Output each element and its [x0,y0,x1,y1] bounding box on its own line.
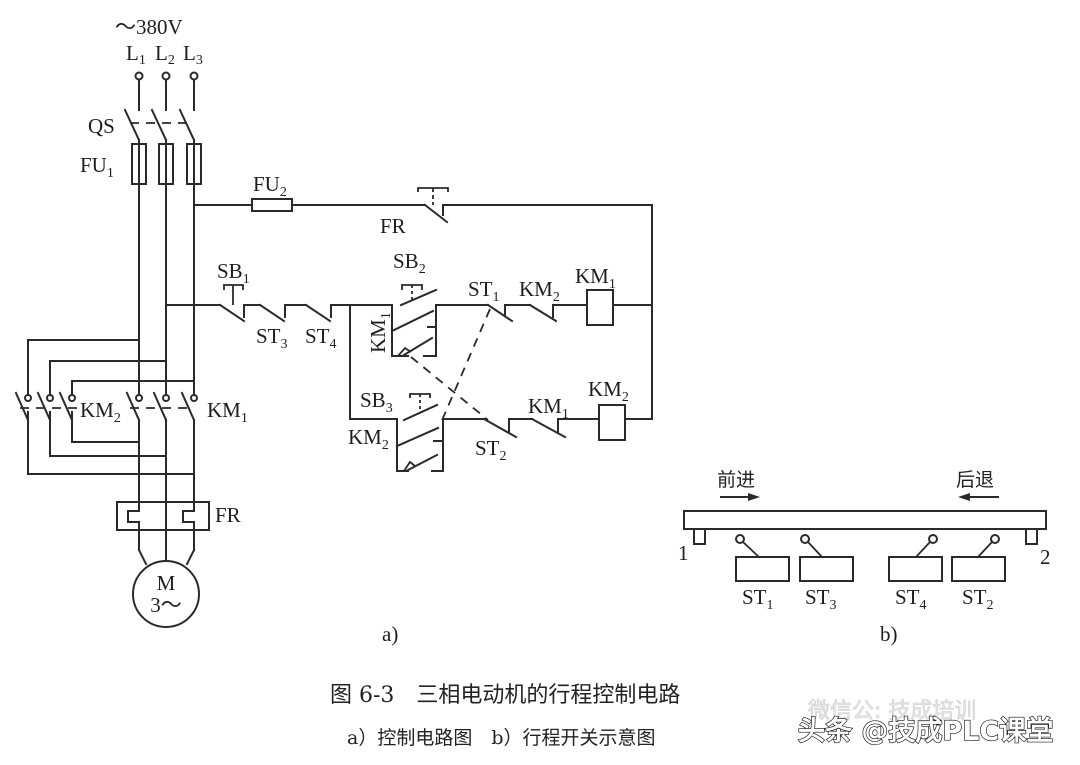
km2-main-contacts [14,391,78,422]
km2-main-label: KM2 [80,398,121,426]
st4-label: ST4 [305,324,337,352]
st2-contact [482,417,518,439]
limit-switch-st1 [735,534,790,582]
motor-label: M [157,571,176,595]
sb2-forward-button[interactable] [399,284,438,307]
terminal-l2 [161,71,171,81]
km1-main-contacts [125,391,198,422]
limit-switch-st4 [888,534,943,582]
figure-title: 图 6-3 三相电动机的行程控制电路 [330,683,680,708]
km2-hold-label: KM2 [348,425,389,453]
km1-main-label: KM1 [207,398,248,426]
limit-switch-st3 [799,534,854,582]
figure-subtitle: a）控制电路图 b）行程开关示意图 [347,727,656,749]
fu2-label: FU2 [253,172,287,200]
stop-block-2 [1025,528,1038,545]
stop-1-label: 1 [678,541,689,565]
fu1-fuses [131,143,202,185]
st3-switch-label: ST3 [805,585,837,613]
st1-contact [486,303,514,323]
qs-label: QS [88,114,115,138]
phase-l3-label: L3 [183,41,203,68]
km2-coil [598,404,626,441]
workbench [683,510,1047,530]
motor [132,560,200,628]
terminal-l3 [189,71,199,81]
km1-hold-label: KM1 [366,312,394,353]
forward-arrow-icon [720,493,760,501]
st1-switch-label: ST1 [742,585,774,613]
km1-coil [586,289,614,326]
sb3-label: SB3 [360,388,393,416]
st2-linkage [410,356,489,421]
km2-interlock-label: KM2 [519,277,560,305]
terminal-l1 [134,71,144,81]
fr-nc-contact [417,187,449,224]
st1-contact-label: ST1 [468,277,500,305]
fr-contact-label: FR [380,214,406,238]
km1-hold-contacts [390,304,437,357]
sb1-label: SB1 [217,259,250,287]
st4-switch-label: ST4 [895,585,927,613]
stop-2-label: 2 [1040,545,1051,569]
st1-linkage [439,308,491,426]
sb1-stop-button[interactable] [218,284,246,323]
km1-interlock-label: KM1 [528,394,569,422]
st3-contact [258,303,286,323]
panel-a-label: a) [382,622,398,646]
sb2-label: SB2 [393,249,426,277]
km2-hold-contacts [395,418,444,472]
st3-label: ST3 [256,324,288,352]
fu1-label: FU1 [80,153,114,181]
st2-switch-label: ST2 [962,585,994,613]
backward-label: 后退 [956,469,994,491]
watermark-main: 头条 @技成PLC课堂 [798,716,1053,747]
fr-thermal-label: FR [215,503,241,527]
panel-b-label: b) [880,622,898,646]
limit-switch-st2 [951,534,1006,582]
forward-label: 前进 [717,469,755,491]
fu2-fuse [251,198,293,212]
km1-interlock-contact [530,417,567,439]
motor-phase-label: 3～ [150,593,182,617]
km2-interlock-contact [528,303,558,323]
qs-switch [123,108,196,144]
phase-l1-label: L1 [126,41,146,68]
travel-sketch: 前进 后退 1 2 [678,469,1051,646]
watermark-faint: 微信公: 技成培训 [808,699,976,724]
backward-arrow-icon [958,493,999,501]
st2-contact-label: ST2 [475,436,507,464]
km1-coil-label: KM1 [575,264,616,292]
st4-contact [304,303,332,323]
control-circuit: FU2 FR SB1 ST3 [165,172,653,472]
stop-block-1 [693,528,706,545]
power-circuit: ～380V L1 L2 L3 QS FU1 [14,15,398,646]
supply-voltage-label: ～380V [115,15,183,39]
fr-thermal-relay [116,501,210,531]
sb3-reverse-button[interactable] [402,393,439,422]
phase-labels: L1 L2 L3 [126,41,203,68]
phase-l2-label: L2 [155,41,175,68]
km2-coil-label: KM2 [588,377,629,405]
